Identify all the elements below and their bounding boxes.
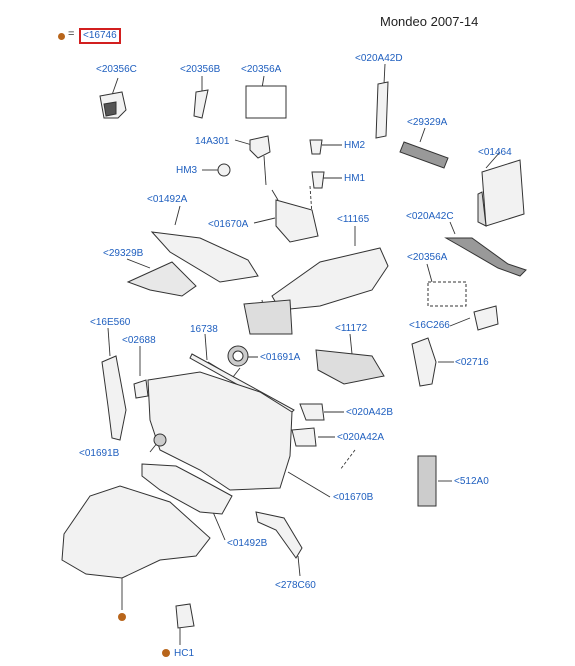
part-label-020a42c[interactable]: <020A42C <box>406 211 454 222</box>
part-label-20356b[interactable]: <20356B <box>180 64 221 75</box>
part-label-01492b[interactable]: <01492B <box>227 538 268 549</box>
part-label-14a301[interactable]: 14A301 <box>195 136 230 147</box>
part-label-020a42d[interactable]: <020A42D <box>355 53 403 64</box>
part-label-01691a[interactable]: <01691A <box>260 352 301 363</box>
part-label-16c266[interactable]: <16C266 <box>409 320 450 331</box>
part-label-29329b[interactable]: <29329B <box>103 248 144 259</box>
part-label-20356a-mid[interactable]: <20356A <box>407 252 448 263</box>
part-label-020a42b[interactable]: <020A42B <box>346 407 393 418</box>
diagram-title: Mondeo 2007-14 <box>380 14 479 29</box>
legend-marker-icon <box>58 33 65 40</box>
part-label-512a0[interactable]: <512A0 <box>454 476 489 487</box>
part-label-20356c[interactable]: <20356C <box>96 64 137 75</box>
part-label-hm2[interactable]: HM2 <box>344 140 366 151</box>
part-label-02716[interactable]: <02716 <box>455 357 489 368</box>
legend-equals: = <box>68 28 75 40</box>
part-label-hc1[interactable]: HC1 <box>174 648 195 659</box>
part-label-01670b[interactable]: <01670B <box>333 492 374 503</box>
part-label-11165[interactable]: <11165 <box>337 214 370 225</box>
part-label-01464[interactable]: <01464 <box>478 147 512 158</box>
marker-dot <box>162 649 170 657</box>
part-label-16e560[interactable]: <16E560 <box>90 317 131 328</box>
part-label-20356a-top[interactable]: <20356A <box>241 64 282 75</box>
part-label-01691b[interactable]: <01691B <box>79 448 120 459</box>
part-label-01670a[interactable]: <01670A <box>208 219 249 230</box>
legend-ref-link[interactable]: <16746 <box>79 28 121 44</box>
part-label-11172[interactable]: <11172 <box>335 323 368 334</box>
part-label-hm3[interactable]: HM3 <box>176 165 198 176</box>
part-label-29329a[interactable]: <29329A <box>407 117 448 128</box>
part-label-01492a[interactable]: <01492A <box>147 194 188 205</box>
part-label-hm1[interactable]: HM1 <box>344 173 366 184</box>
part-label-278c60[interactable]: <278C60 <box>275 580 316 591</box>
part-label-02688[interactable]: <02688 <box>122 335 156 346</box>
part-label-020a42a[interactable]: <020A42A <box>337 432 384 443</box>
marker-dot <box>118 613 126 621</box>
part-label-16738[interactable]: 16738 <box>190 324 218 335</box>
